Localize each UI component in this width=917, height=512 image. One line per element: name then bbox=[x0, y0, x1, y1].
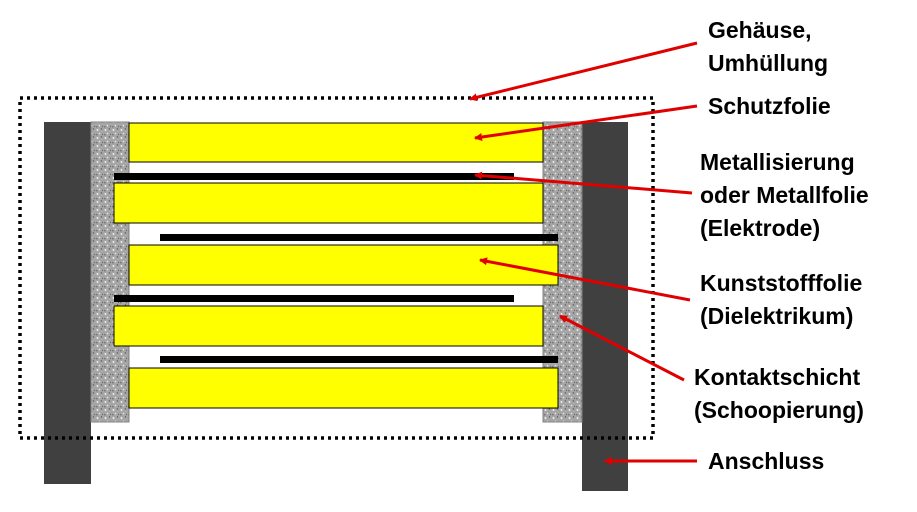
electrode-4 bbox=[160, 356, 558, 363]
dielectric-film-3 bbox=[113, 305, 544, 347]
label-plastic-film: Kunststofffolie (Dielektrikum) bbox=[700, 270, 869, 329]
protective-film bbox=[128, 122, 544, 163]
terminal-left bbox=[44, 122, 91, 484]
electrode-1 bbox=[114, 173, 514, 180]
arrow-metallization bbox=[474, 171, 693, 195]
arrow-housing bbox=[469, 41, 698, 102]
electrode-3 bbox=[114, 295, 514, 302]
contact-layer-left bbox=[90, 121, 130, 423]
label-protective-film: Schutzfolie bbox=[708, 93, 831, 119]
label-terminal: Anschluss bbox=[708, 448, 824, 474]
label-housing: Gehäuse, Umhüllung bbox=[708, 17, 828, 76]
terminal-right bbox=[582, 122, 628, 491]
label-contact-layer: Kontaktschicht (Schoopierung) bbox=[694, 364, 867, 423]
arrow-plastic-film bbox=[479, 257, 691, 302]
dielectric-film-1 bbox=[113, 182, 544, 224]
arrow-protective-film bbox=[474, 104, 698, 141]
label-metallization: Metallisierung oder Metallfolie (Elektro… bbox=[700, 149, 875, 241]
arrow-contact-layer bbox=[559, 314, 685, 382]
dielectric-film-2 bbox=[128, 244, 559, 286]
housing-outline bbox=[18, 96, 655, 440]
electrode-2 bbox=[160, 234, 558, 241]
dielectric-film-4 bbox=[128, 367, 559, 409]
